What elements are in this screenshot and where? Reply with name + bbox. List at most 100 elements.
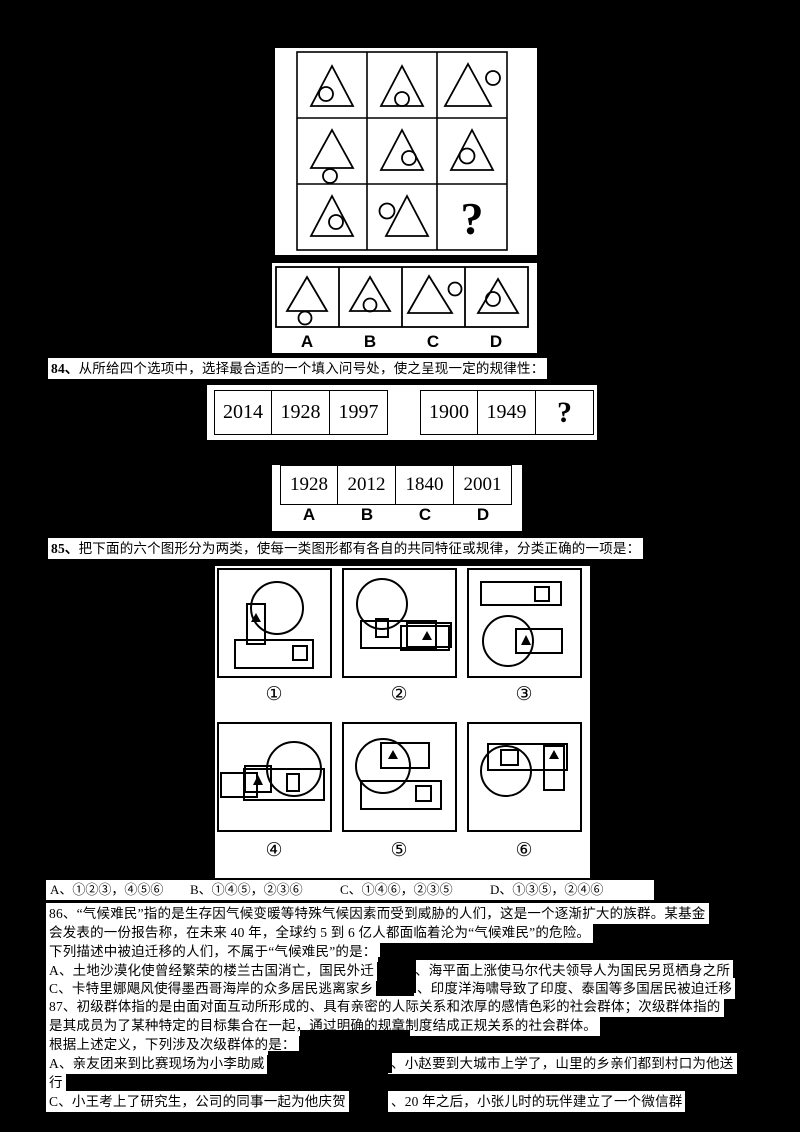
q86-stem-line-1: 86、“气候难民”指的是生存因气候变暖等特殊气候因素而受到威胁的人们，这是一个逐… [46,903,709,924]
q87-redaction-block-1 [300,1030,410,1052]
q83-option-label-c: C [427,332,439,351]
q85-option-a-value: ①②③，④⑤⑥ [72,882,164,897]
q85-number: 85、 [51,541,79,556]
q86-option-c[interactable]: C、卡特里娜飓风使得墨西哥海岸的众多居民逃离家乡 [46,978,377,999]
q87-option-d-key: 、 [391,1094,405,1109]
matrix-svg: ? [296,51,508,251]
q85-figure-label-1: ① [265,683,282,705]
q84-options: 1928 2012 1840 2001 A B C D [272,465,522,531]
q86-option-c-text: 卡特里娜飓风使得墨西哥海岸的众多居民逃离家乡 [71,981,374,996]
q85-option-a-key: A、 [50,882,73,897]
q85-option-c-key: C、 [340,882,362,897]
q87-option-b-text: 小赵要到大城市上学了，山里的乡亲们都到村口为他送 [404,1056,734,1071]
q85-option-b[interactable]: B、①④⑤，②③⑥ [190,881,340,899]
q83-option-label-b: B [364,332,376,351]
q85-option-b-value: ①④⑤，②③⑥ [211,882,303,897]
q86-stem-text-1: “气候难民”指的是生存因气候变暖等特殊气候因素而受到威胁的人们，这是一个逐渐扩大… [76,906,706,921]
q86-option-a-key: A、 [49,963,73,978]
q87-redaction-block-3 [268,1071,378,1091]
q87-number: 87、 [49,999,77,1014]
q84-g2-question-mark: ? [536,390,594,435]
q87-option-b-wrap: 行 [46,1072,66,1093]
matrix-question-mark: ? [461,193,484,244]
q86-redaction-block-2 [380,975,416,993]
q86-prompt-bold: 不属于 [227,944,269,959]
q84-number: 84、 [51,361,79,376]
q85-figures: ① ② ③ ④ ⑤ ⑥ [215,566,590,878]
q87-option-a-text: 亲友团来到比赛现场为小李助威 [72,1056,265,1071]
q86-number: 86、 [49,906,77,921]
q85-figure-label-2: ② [390,683,407,705]
q86-option-b[interactable]: 、海平面上涨使马尔代夫领导人为国民另觅栖身之所 [412,960,734,981]
q85-option-a[interactable]: A、①②③，④⑤⑥ [50,881,190,899]
q86-option-b-key: 、 [415,963,429,978]
q85-option-b-key: B、 [190,882,212,897]
q86-option-a-text: 土地沙漠化使曾经繁荣的楼兰古国消亡，国民外迁 [72,963,375,978]
q87-option-b-key: 、 [391,1056,405,1071]
q87-prompt-line: 根据上述定义，下列涉及次级群体的是： [46,1034,299,1055]
q86-option-d-key: 、 [417,981,431,996]
q84-g2-cell-0: 1900 [420,390,478,435]
q84-group-2: 1900 1949 ? [420,390,594,435]
q84-option-key-b: B [360,505,374,524]
q87-stem-line-2: 是其成员为了某种特定的目标集合在一起，通过明确的规章制度结成正规关系的社会群体。 [46,1015,600,1036]
q85-option-d[interactable]: D、①③⑤，②④⑥ [490,881,603,899]
q87-option-c-text: 小王考上了研究生，公司的同事一起为他庆贺 [71,1094,346,1109]
q83-option-label-d: D [490,332,502,351]
q84-option-key-d: D [476,505,490,524]
q86-option-d-text: 印度洋海啸导致了印度、泰国等多国居民被迫迁移 [430,981,733,996]
q84-group-1: 2014 1928 1997 [214,390,388,435]
q83-options-svg: A B C D [275,266,529,351]
q87-option-a[interactable]: A、亲友团来到比赛现场为小李助威 [46,1053,268,1074]
q87-stem-line-1: 87、初级群体指的是由面对面互动所形成的、具有亲密的人际关系和浓厚的感情色彩的社… [46,996,724,1017]
q87-option-c[interactable]: C、小王考上了研究生，公司的同事一起为他庆贺 [46,1091,349,1112]
q87-option-d-text: 20 年之后，小张儿时的玩伴建立了一个微信群 [404,1094,683,1109]
q86-stem-line-2: 会发表的一份报告称，在未来 40 年，全球约 5 到 6 亿人都面临着沦为“气候… [46,922,594,943]
q87-option-b[interactable]: 、小赵要到大城市上学了，山里的乡亲们都到村口为他送 [388,1053,737,1074]
q85-figure-label-4: ④ [265,839,282,861]
q83-options-figure: A B C D [272,263,537,353]
q84-option-value-d[interactable]: 2001 [454,465,512,505]
q87-option-a-key: A、 [49,1056,73,1071]
q84-g2-cell-1: 1949 [478,390,536,435]
q87-option-c-key: C、 [49,1094,72,1109]
q85-figure-label-6: ⑥ [515,839,532,861]
q87-redaction-block-4 [352,1088,388,1108]
q84-option-value-b[interactable]: 2012 [338,465,396,505]
q85-stem-line: 85、把下面的六个图形分为两类，使每一类图形都有各自的共同特征或规律，分类正确的… [48,538,644,559]
q84-option-value-c[interactable]: 1840 [396,465,454,505]
q86-prompt-line: 下列描述中被迫迁移的人们，不属于“气候难民”的是： [46,941,380,962]
q84-g1-cell-0: 2014 [214,390,272,435]
q85-option-d-value: ①③⑤，②④⑥ [512,882,604,897]
q85-option-c[interactable]: C、①④⑥，②③⑤ [340,881,490,899]
q85-option-c-value: ①④⑥，②③⑤ [361,882,453,897]
q86-redaction-block-1 [378,957,416,975]
q84-g1-cell-2: 1997 [330,390,388,435]
q86-option-c-key: C、 [49,981,72,996]
q85-figure-label-3: ③ [515,683,532,705]
q86-prompt-pre: 下列描述中被迫迁移的人们， [49,944,228,959]
q86-prompt-post: “气候难民”的是： [268,944,377,959]
q85-stem-text: 把下面的六个图形分为两类，使每一类图形都有各自的共同特征或规律，分类正确的一项是… [78,541,641,556]
q85-option-d-key: D、 [490,882,513,897]
q84-stem-text: 从所给四个选项中，选择最合适的一个填入问号处，使之呈现一定的规律性： [78,361,545,376]
q86-option-b-text: 海平面上涨使马尔代夫领导人为国民另觅栖身之所 [428,963,731,978]
q84-stem-line: 84、从所给四个选项中，选择最合适的一个填入问号处，使之呈现一定的规律性： [48,358,548,379]
q84-year-groups: 2014 1928 1997 1900 1949 ? [207,385,597,440]
q85-figures-svg: ① ② ③ ④ ⑤ ⑥ [217,568,582,861]
q86-option-a[interactable]: A、土地沙漠化使曾经繁荣的楼兰古国消亡，国民外迁 [46,960,378,981]
q86-option-d[interactable]: 、印度洋海啸导致了印度、泰国等多国居民被迫迁移 [414,978,736,999]
q83-option-label-a: A [301,332,313,351]
q84-option-key-c: C [418,505,432,524]
q87-option-d[interactable]: 、20 年之后，小张儿时的玩伴建立了一个微信群 [388,1091,686,1112]
q83-matrix-figure: ? [275,48,537,255]
q87-redaction-block-2 [268,1051,392,1073]
q84-option-key-a: A [302,505,316,524]
q84-g1-cell-1: 1928 [272,390,330,435]
q84-option-value-a[interactable]: 1928 [280,465,338,505]
q84-option-cells: 1928 2012 1840 2001 [272,465,522,505]
q87-stem-text-1: 初级群体指的是由面对面互动所形成的、具有亲密的人际关系和浓厚的感情色彩的社会群体… [76,999,721,1014]
q84-option-labels: A B C D [272,505,522,525]
q85-figure-label-5: ⑤ [390,839,407,861]
